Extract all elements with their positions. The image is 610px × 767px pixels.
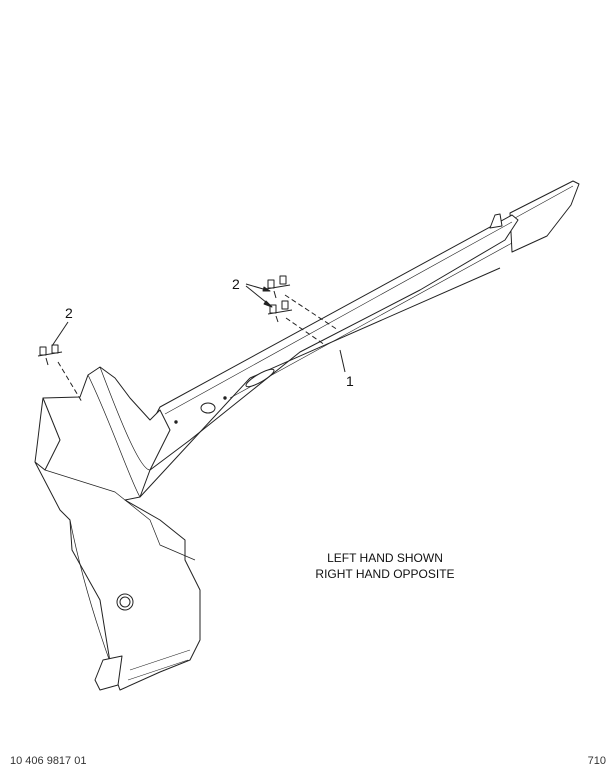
callout-part-1: 1 bbox=[346, 373, 354, 389]
clip-center-upper bbox=[265, 275, 291, 299]
leader-lines bbox=[51, 283, 346, 403]
clip-center-lower bbox=[267, 300, 293, 323]
callout-part-2-center: 2 bbox=[232, 276, 240, 292]
beam-rear-extension bbox=[509, 180, 580, 253]
footer-figure-number: 10 406 9817 01 bbox=[10, 755, 87, 767]
note-right-hand-opposite: RIGHT HAND OPPOSITE bbox=[315, 567, 455, 581]
note-left-hand-shown: LEFT HAND SHOWN bbox=[327, 551, 443, 565]
clip-left bbox=[37, 344, 63, 366]
main-beam bbox=[139, 213, 519, 498]
callout-part-2-left: 2 bbox=[65, 305, 73, 321]
front-bracket bbox=[34, 366, 201, 691]
footer-page-code: 710 bbox=[587, 755, 606, 767]
